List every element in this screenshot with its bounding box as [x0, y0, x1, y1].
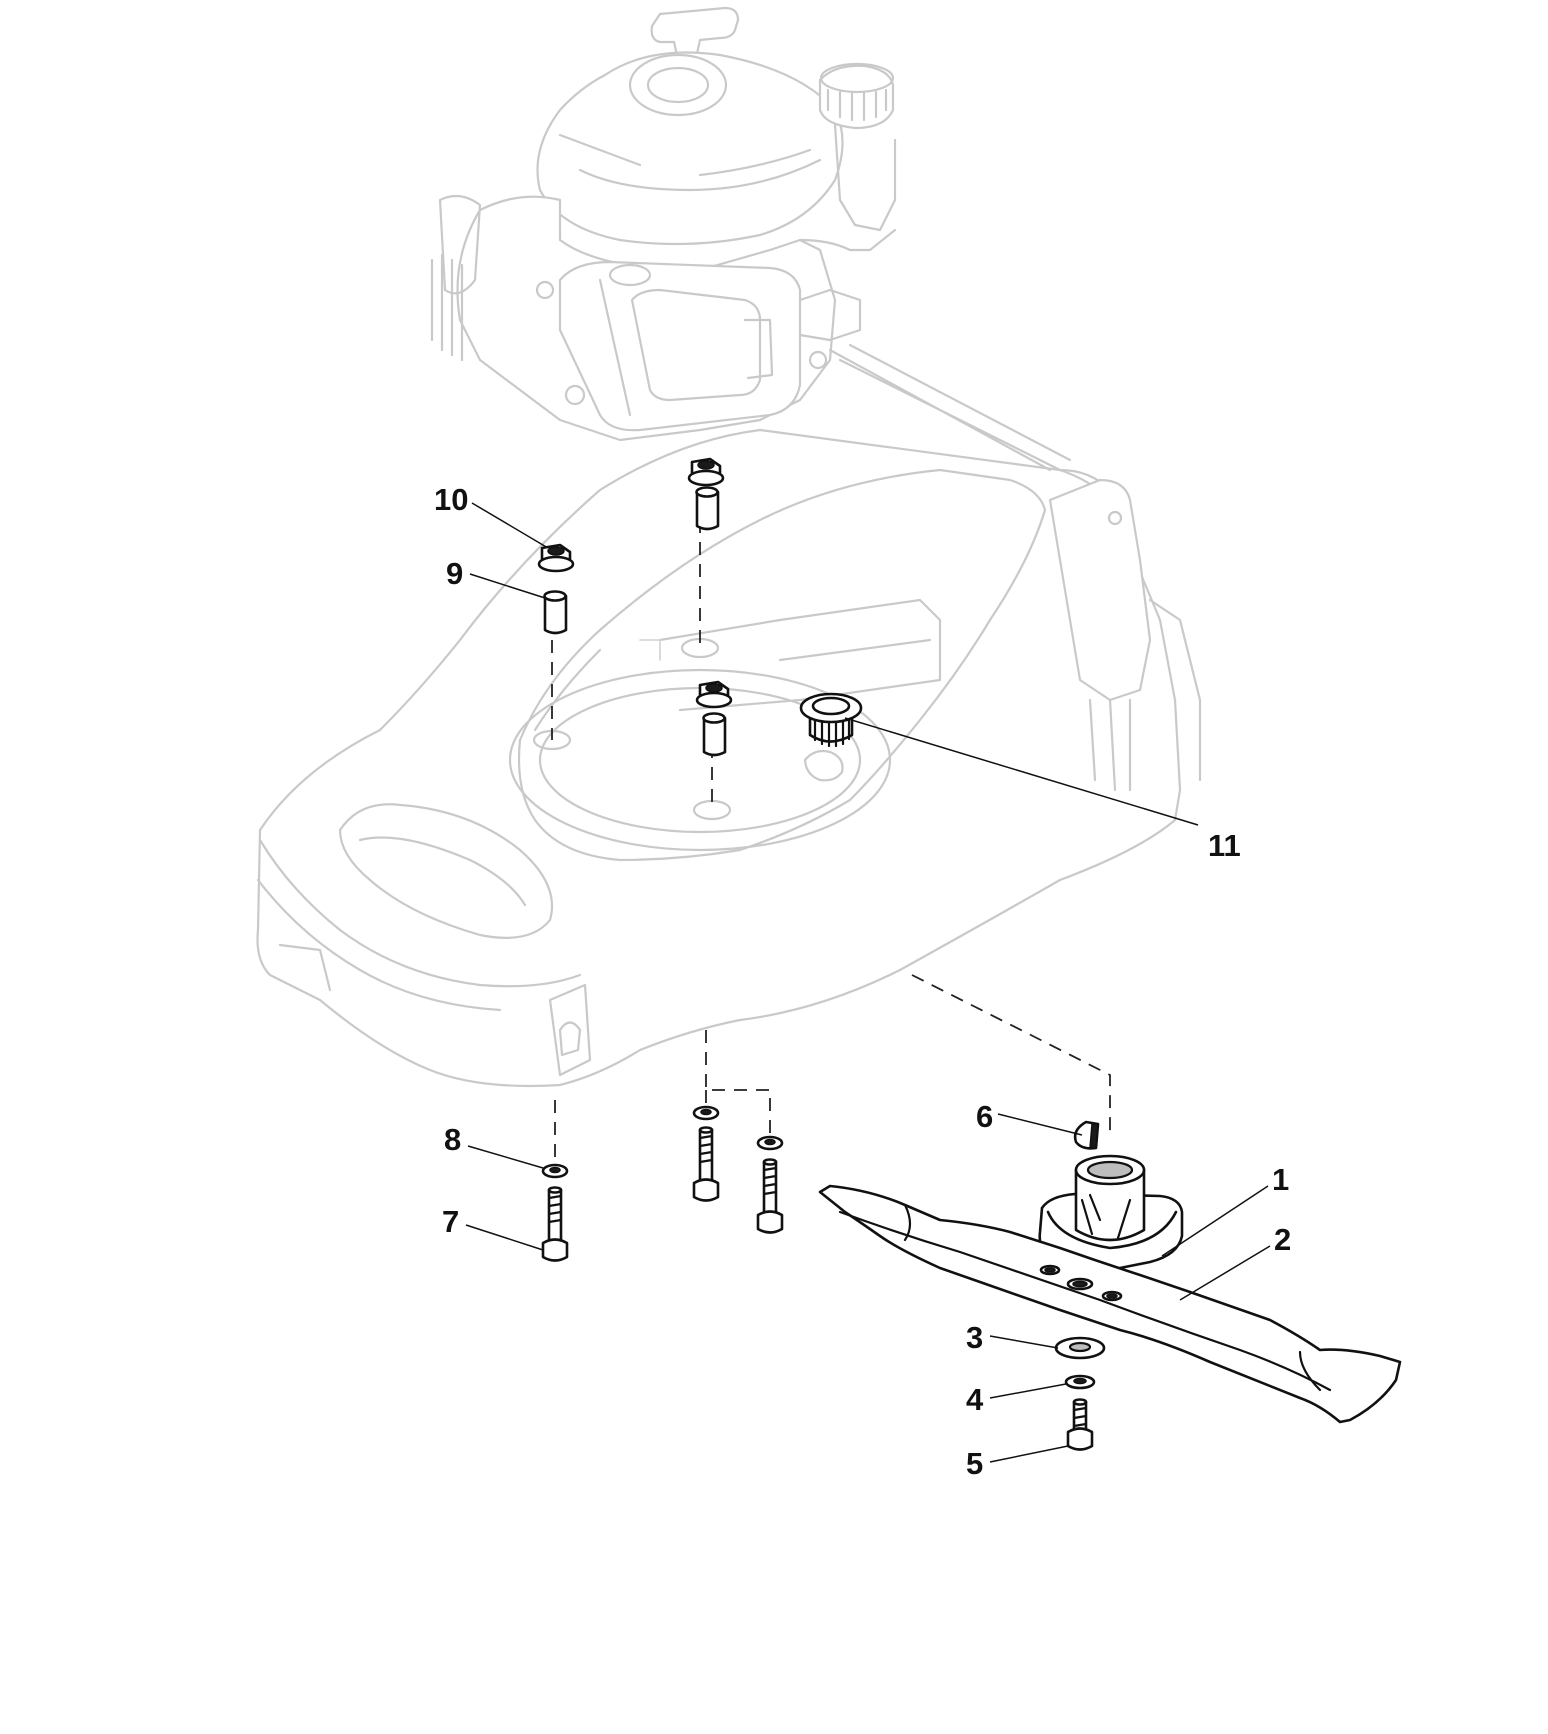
- callout-4: 4: [966, 1382, 984, 1417]
- callout-8: 8: [444, 1122, 461, 1157]
- spacer: [543, 590, 568, 635]
- woodruff-key: [1073, 1120, 1100, 1150]
- callout-11: 11: [1208, 828, 1241, 863]
- cutting-blade: [818, 1184, 1402, 1424]
- leader-lines: [465, 502, 1271, 1463]
- lock-washer: [692, 1105, 720, 1121]
- callout-2: 2: [1274, 1222, 1291, 1257]
- bushing: [799, 692, 863, 748]
- lock-washer: [541, 1163, 569, 1179]
- hex-bolt: [541, 1186, 569, 1262]
- washer: [1054, 1336, 1106, 1360]
- hex-bolt: [756, 1158, 784, 1234]
- flange-nut: [537, 543, 575, 573]
- hex-bolt: [692, 1126, 720, 1202]
- callout-1: 1: [1272, 1162, 1289, 1197]
- spacer: [702, 712, 727, 757]
- spacer: [695, 486, 720, 531]
- callout-3: 3: [966, 1320, 983, 1355]
- callout-5: 5: [966, 1446, 983, 1481]
- blade-bolt: [1066, 1398, 1094, 1451]
- flange-nut: [695, 680, 733, 709]
- callout-6: 6: [976, 1099, 993, 1134]
- callout-9: 9: [446, 556, 463, 591]
- mower-deck: [256, 343, 1202, 1088]
- lock-washer: [756, 1135, 784, 1151]
- callouts: 10 9 11 6 1 2 3 4 5 8 7: [434, 482, 1291, 1481]
- flange-nut: [687, 457, 725, 487]
- lock-washer: [1064, 1374, 1096, 1390]
- callout-7: 7: [442, 1204, 459, 1239]
- blade-hub: [1038, 1154, 1184, 1272]
- callout-10: 10: [434, 482, 468, 517]
- lawnmower-engine: [430, 6, 897, 442]
